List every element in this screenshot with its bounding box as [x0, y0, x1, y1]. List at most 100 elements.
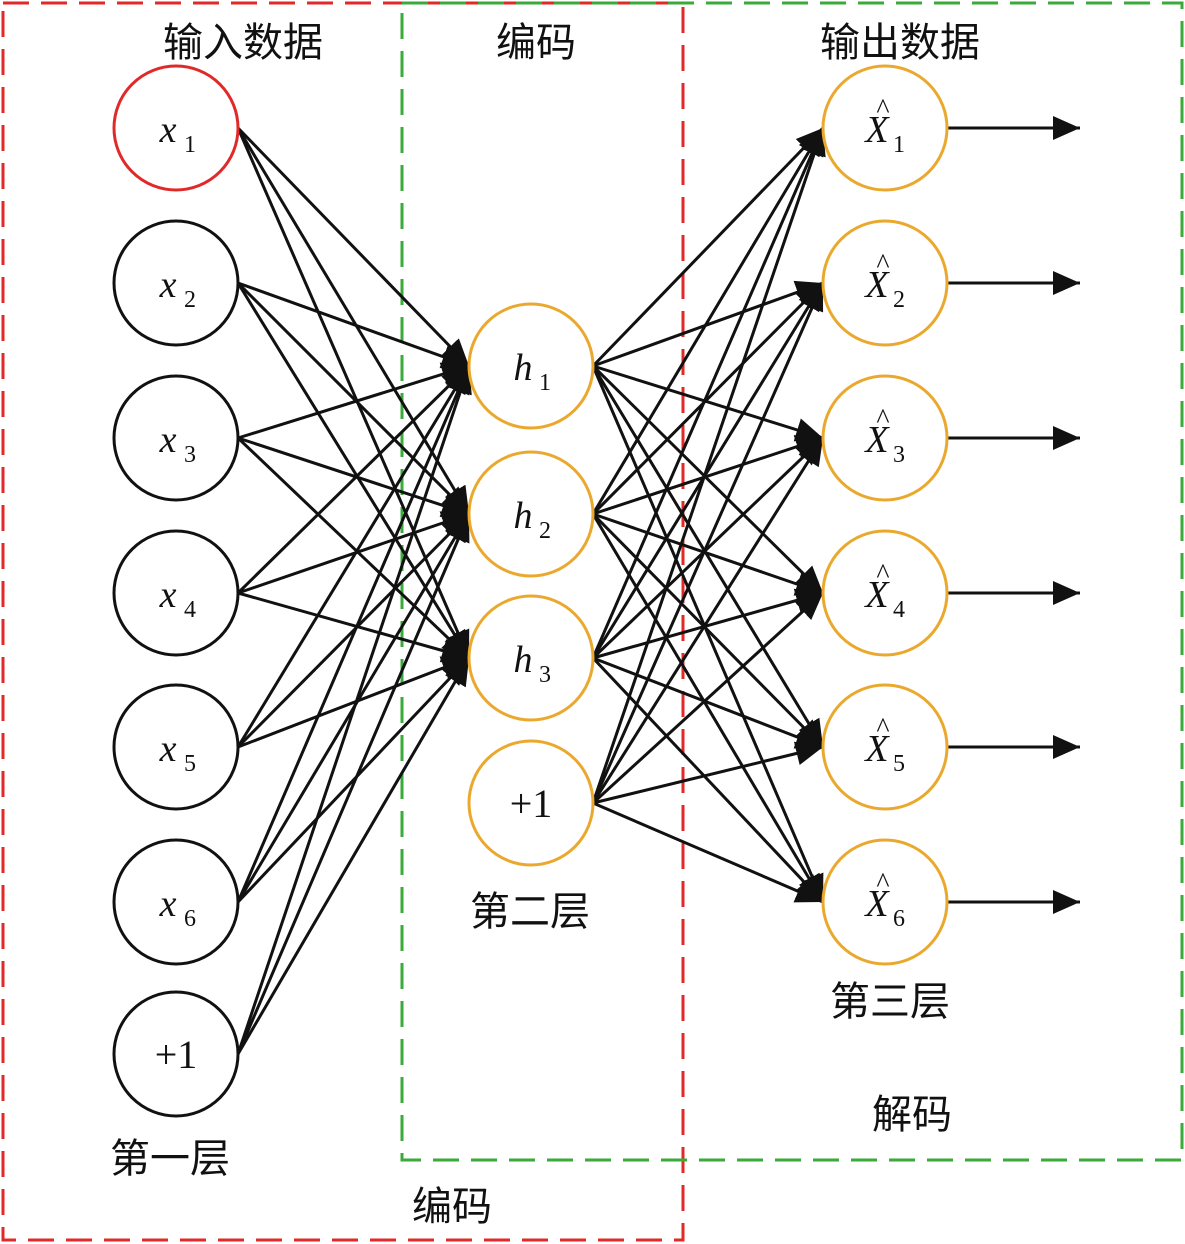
edge-hidden1-output4	[591, 364, 825, 595]
decode-label: 解码	[872, 1092, 952, 1138]
edge-input2-hidden1	[237, 281, 470, 369]
edge-input3-hidden1	[237, 362, 470, 440]
output-node-2-hat: ^	[876, 249, 889, 280]
edge-hidden2-output2	[591, 281, 825, 516]
output-node-3-circle	[821, 374, 949, 502]
edge-hidden2-output1	[591, 127, 825, 515]
hidden-node-2-var: h	[514, 495, 533, 537]
edge-input3-hidden2	[237, 436, 470, 517]
edge-input3-hidden3	[236, 436, 471, 660]
edge-hidden3-output3	[591, 436, 825, 660]
edge-input5-hidden1	[236, 365, 471, 748]
edge-hidden2-output3	[592, 435, 824, 516]
input-node-5-sub: 5	[184, 751, 196, 777]
output-node-6-sub: 6	[893, 906, 905, 932]
hidden-node-2-sub: 2	[539, 518, 551, 544]
hidden-node-4-label: +1	[510, 781, 553, 826]
hidden-node-1-sub: 1	[539, 370, 551, 396]
hidden-node-3-circle	[467, 594, 595, 722]
edge-input2-hidden3	[236, 282, 471, 659]
edge-hidden4-output3	[591, 437, 825, 804]
output-node-3-sub: 3	[893, 442, 905, 468]
input-node-4-sub: 4	[184, 597, 196, 623]
output-node-4-var: X	[863, 574, 890, 616]
output-node-1-circle	[821, 64, 949, 192]
output-data-label: 输出数据	[820, 20, 980, 66]
input-node-5-var: x	[159, 728, 177, 770]
edge-hidden4-output6	[592, 801, 824, 904]
edge-input1-hidden2	[236, 127, 471, 515]
edge-hidden4-output2	[591, 282, 825, 804]
output-node-4-sub: 4	[893, 597, 905, 623]
edge-input7-hidden1	[236, 365, 472, 1055]
output-node-3-hat: ^	[876, 404, 889, 435]
input-node-4-circle	[112, 529, 240, 657]
edge-input5-hidden3	[237, 656, 470, 749]
edge-hidden2-output6	[591, 513, 825, 903]
input-data-label: 输入数据	[163, 20, 323, 66]
edge-hidden1-output3	[592, 364, 824, 442]
input-node-2-sub: 2	[184, 287, 196, 313]
input-node-7-circle	[112, 990, 240, 1118]
input-node-7-label: +1	[155, 1032, 198, 1077]
output-node-5-var: X	[863, 728, 890, 770]
edge-input4-hidden3	[237, 591, 470, 663]
edge-hidden3-output4	[592, 588, 824, 660]
edge-input7-hidden2	[236, 513, 471, 1055]
output-node-1-sub: 1	[893, 132, 905, 158]
input-node-3-sub: 3	[184, 442, 196, 468]
output-node-5-circle	[821, 683, 949, 811]
output-node-1-var: X	[863, 109, 890, 151]
input-node-2-var: x	[159, 264, 177, 306]
hidden-node-2-circle	[467, 450, 595, 578]
encoder-region-box	[1, 1, 685, 1242]
input-node-5-circle	[112, 683, 240, 811]
layer1-label: 第一层	[110, 1136, 230, 1182]
edge-hidden3-output2	[591, 282, 825, 659]
input-node-4-var: x	[159, 574, 177, 616]
input-node-2-circle	[112, 219, 240, 347]
input-node-1-sub: 1	[184, 132, 196, 158]
edge-input6-hidden3	[236, 656, 471, 904]
edge-hidden4-output5	[592, 741, 824, 805]
hidden-node-1-var: h	[514, 347, 533, 389]
output-node-5-hat: ^	[876, 713, 889, 744]
edge-hidden4-output1	[591, 127, 826, 804]
output-node-6-hat: ^	[876, 868, 889, 899]
output-node-2-sub: 2	[893, 287, 905, 313]
output-node-4-circle	[821, 529, 949, 657]
layer2-label: 第二层	[470, 889, 590, 935]
encode-bottom-label: 编码	[412, 1184, 492, 1230]
input-node-6-var: x	[159, 883, 177, 925]
output-node-1-hat: ^	[876, 94, 889, 125]
edge-input6-hidden1	[236, 365, 471, 903]
hidden-node-1-circle	[467, 302, 595, 430]
hidden-node-3-sub: 3	[539, 662, 551, 688]
layer3-label: 第三层	[830, 979, 950, 1025]
output-node-6-circle	[821, 838, 949, 966]
output-node-6-var: X	[863, 883, 890, 925]
edge-hidden3-output6	[591, 656, 825, 904]
input-node-3-circle	[112, 374, 240, 502]
output-node-2-circle	[821, 219, 949, 347]
edge-hidden3-output5	[592, 656, 824, 749]
edge-hidden4-output4	[591, 591, 825, 805]
hidden-node-4-circle	[467, 739, 595, 867]
input-node-3-var: x	[159, 419, 177, 461]
edge-input4-hidden1	[236, 364, 471, 595]
output-node-5-sub: 5	[893, 751, 905, 777]
edge-hidden2-output5	[591, 512, 825, 749]
